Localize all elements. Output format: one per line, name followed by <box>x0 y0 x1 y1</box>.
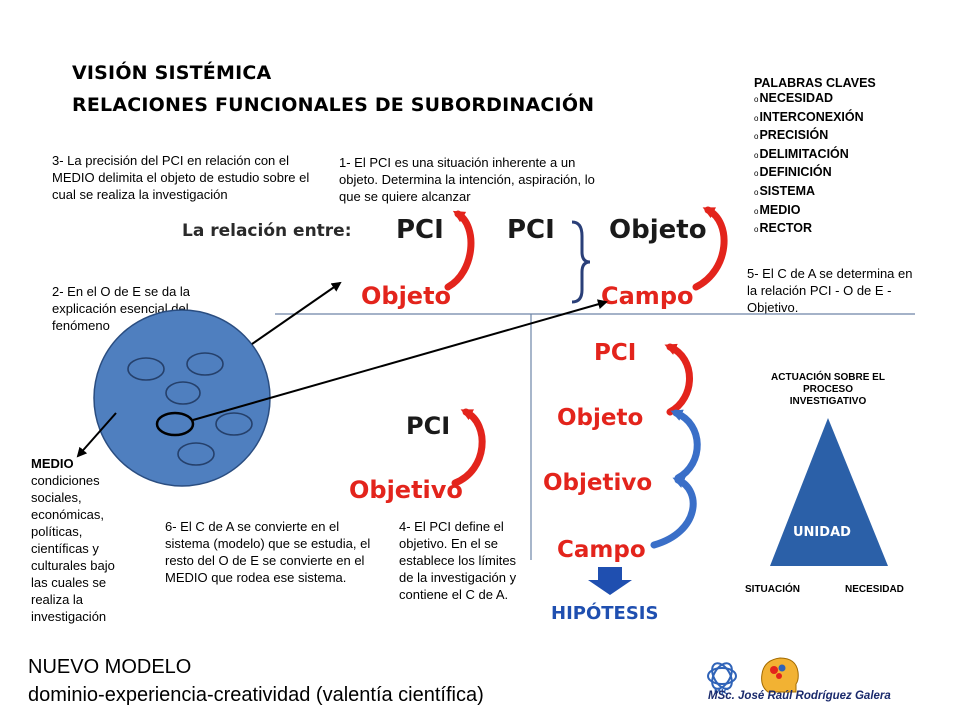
keyword-label: MEDIO <box>759 202 801 217</box>
bullet-icon: o <box>754 113 759 123</box>
unidad-triangle <box>770 418 888 566</box>
element-ellipse-5 <box>177 442 215 466</box>
chain-arrow-red <box>664 343 693 416</box>
hypothesis-label: HIPÓTESIS <box>551 602 658 624</box>
keywords-heading: PALABRAS CLAVES <box>754 76 876 90</box>
keyword-item: oRECTOR <box>754 220 954 239</box>
triangle-title: ACTUACIÓN SOBRE EL PROCESO INVESTIGATIVO <box>771 372 885 407</box>
note-6: 6- El C de A se convierte en el sistema … <box>165 519 371 585</box>
keyword-label: RECTOR <box>759 221 813 236</box>
logo-mark: MIC <box>714 688 729 696</box>
keyword-item: oMEDIO <box>754 202 954 221</box>
bullet-icon: o <box>754 150 759 160</box>
pair3-curved-arrow <box>451 408 486 487</box>
note-1: 1- El PCI es una situación inherente a u… <box>339 155 595 204</box>
model-line-1: NUEVO MODELO <box>28 656 192 678</box>
element-ellipse-4 <box>215 412 253 436</box>
element-ellipse-1 <box>127 357 165 381</box>
arrow-to-objeto <box>251 281 342 345</box>
title-line-2: RELACIONES FUNCIONALES DE SUBORDINACIÓN <box>72 94 595 116</box>
keyword-label: PRECISIÓN <box>759 128 829 143</box>
element-ellipse-3 <box>165 381 201 405</box>
title-line-1: VISIÓN SISTÉMICA <box>72 62 272 84</box>
keyword-item: oSISTEMA <box>754 183 954 202</box>
triangle-left-label: SITUACIÓN <box>745 584 800 595</box>
triangle-center-label: UNIDAD <box>793 525 851 540</box>
pair3-top-label: PCI <box>406 412 450 440</box>
chain-item-4: Campo <box>557 537 646 563</box>
keyword-item: oDELIMITACIÓN <box>754 146 954 165</box>
down-arrow-icon <box>588 567 632 595</box>
keyword-item: oINTERCONEXIÓN <box>754 109 954 128</box>
element-ellipse-selected <box>155 411 195 437</box>
medio-block: MEDIO condiciones sociales, económicas, … <box>31 455 131 625</box>
chain-item-1: PCI <box>594 340 636 366</box>
chain-arrow-blue-1 <box>670 409 701 482</box>
keyword-item: oPRECISIÓN <box>754 127 954 146</box>
note-2: 2- En el O de E se da la explicación ese… <box>52 284 191 333</box>
relation-label: La relación entre: <box>182 221 352 241</box>
keyword-item: oNECESIDAD <box>754 90 954 109</box>
keyword-item: oDEFINICIÓN <box>754 164 954 183</box>
author-logo: MIC MSc. José Raúl Rodríguez Galera <box>700 652 940 712</box>
note-4: 4- El PCI define el objetivo. En el se e… <box>399 519 517 602</box>
keyword-label: DEFINICIÓN <box>759 165 832 180</box>
chain-item-2: Objeto <box>557 405 643 431</box>
pair2-bottom-label: Campo <box>601 282 693 310</box>
arrow-to-campo <box>192 299 608 421</box>
pair1-bottom-label: Objeto <box>361 282 451 310</box>
bullet-icon: o <box>754 169 759 179</box>
pair1-top-label: PCI <box>396 215 444 245</box>
keyword-label: INTERCONEXIÓN <box>759 109 864 124</box>
keyword-label: DELIMITACIÓN <box>759 146 849 161</box>
arrow-to-medio <box>76 412 117 458</box>
medio-heading: MEDIO <box>31 456 74 471</box>
keyword-label: SISTEMA <box>759 183 816 198</box>
bullet-icon: o <box>754 132 759 142</box>
chain-arrow-blue-2 <box>650 476 697 549</box>
model-line-2: dominio-experiencia-creatividad (valentí… <box>28 684 484 706</box>
bullet-icon: o <box>754 187 759 197</box>
logo-author: MSc. José Raúl Rodríguez Galera <box>708 690 891 702</box>
brace <box>571 220 591 304</box>
note-3: 3- La precisión del PCI en relación con … <box>52 153 310 202</box>
triangle-right-label: NECESIDAD <box>845 584 904 595</box>
bullet-icon: o <box>754 95 759 104</box>
note-5: 5- El C de A se determina en la relación… <box>747 266 913 315</box>
element-ellipse-2 <box>186 352 224 376</box>
pair3-bottom-label: Objetivo <box>349 476 463 504</box>
medio-circle <box>93 309 271 487</box>
logo-graphic: MIC <box>707 657 799 696</box>
chain-item-3: Objetivo <box>543 470 652 496</box>
pair2-top-label: Objeto <box>609 215 707 245</box>
medio-body: condiciones sociales, económicas, políti… <box>31 473 115 624</box>
bullet-icon: o <box>754 206 759 216</box>
pair1-curved-arrow <box>444 210 475 291</box>
keyword-label: NECESIDAD <box>759 91 834 105</box>
pci-middle-label: PCI <box>507 215 555 245</box>
bullet-icon: o <box>754 225 759 235</box>
pair2-curved-arrow <box>692 206 728 291</box>
